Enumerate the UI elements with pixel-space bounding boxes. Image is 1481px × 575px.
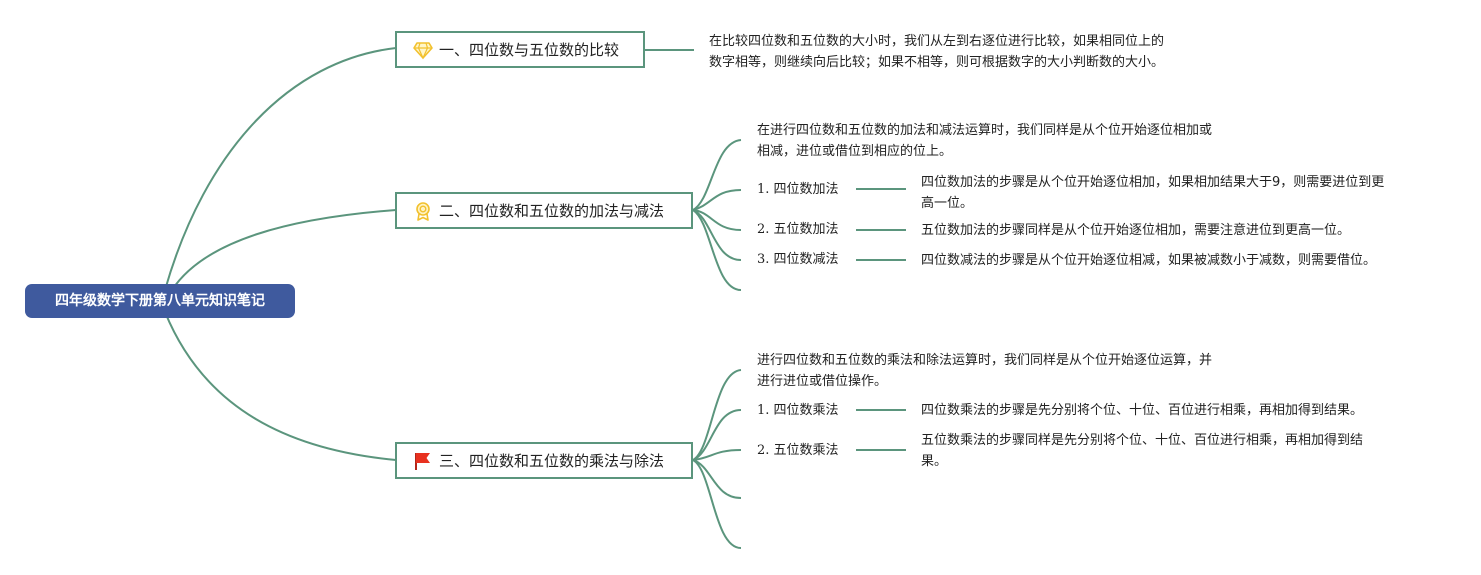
subtopic-detail: 四位数乘法的步骤是先分别将个位、十位、百位进行相乘，再相加得到结果。	[921, 403, 1364, 418]
link-topic3-item1	[692, 409, 742, 461]
topic-addition-subtraction[interactable]: 二、四位数和五位数的加法与减法	[395, 192, 693, 229]
subtopic-detail: 五位数加法的步骤同样是从个位开始逐位相加，需要注意进位到更高一位。	[921, 223, 1351, 238]
subtopic-label[interactable]: 1. 四位数加法	[757, 182, 839, 197]
diamond-icon	[413, 40, 433, 60]
link-topic2-empty	[692, 209, 742, 291]
link-topic2-intro	[692, 139, 742, 211]
root-node[interactable]: 四年级数学下册第八单元知识笔记	[25, 284, 295, 318]
topic-addition-intro: 在进行四位数和五位数的加法和减法运算时，我们同样是从个位开始逐位相加或 相减，进…	[757, 123, 1213, 159]
link-topic2-item1	[692, 189, 742, 211]
subtopic-label[interactable]: 2. 五位数乘法	[757, 443, 839, 458]
link-root-topic2	[171, 209, 397, 291]
link-topic3-item2	[692, 449, 742, 461]
topic-title: 二、四位数和五位数的加法与减法	[439, 202, 665, 220]
flag-icon	[413, 451, 433, 471]
topic-multiplication-intro: 进行四位数和五位数的乘法和除法运算时，我们同样是从个位开始逐位运算，并 进行进位…	[757, 353, 1213, 389]
subtopic-detail: 五位数乘法的步骤同样是先分别将个位、十位、百位进行相乘，再相加得到结 果。	[921, 433, 1364, 469]
topic-comparison-note: 在比较四位数和五位数的大小时，我们从左到右逐位进行比较，如果相同位上的 数字相等…	[709, 34, 1165, 70]
subtopic-detail: 四位数加法的步骤是从个位开始逐位相加，如果相加结果大于9，则需要进位到更 高一位…	[921, 175, 1385, 211]
link-topic2-item3	[692, 209, 742, 261]
link-topic3-empty2	[692, 459, 742, 549]
subtopic-label[interactable]: 2. 五位数加法	[757, 222, 839, 237]
link-root-topic3	[164, 311, 397, 461]
medal-icon	[413, 201, 433, 221]
link-topic3-intro	[692, 369, 742, 461]
subtopic-label[interactable]: 1. 四位数乘法	[757, 403, 839, 418]
link-topic2-item2	[692, 209, 742, 231]
topic-multiplication-division[interactable]: 三、四位数和五位数的乘法与除法	[395, 442, 693, 479]
link-topic3-empty1	[692, 459, 742, 499]
subtopic-detail: 四位数减法的步骤是从个位开始逐位相减，如果被减数小于减数，则需要借位。	[921, 253, 1377, 268]
subtopic-label[interactable]: 3. 四位数减法	[757, 252, 839, 267]
topic-title: 三、四位数和五位数的乘法与除法	[439, 452, 665, 470]
topic-comparison[interactable]: 一、四位数与五位数的比较	[395, 31, 645, 68]
topic-title: 一、四位数与五位数的比较	[439, 41, 620, 59]
link-root-topic1	[164, 47, 397, 291]
